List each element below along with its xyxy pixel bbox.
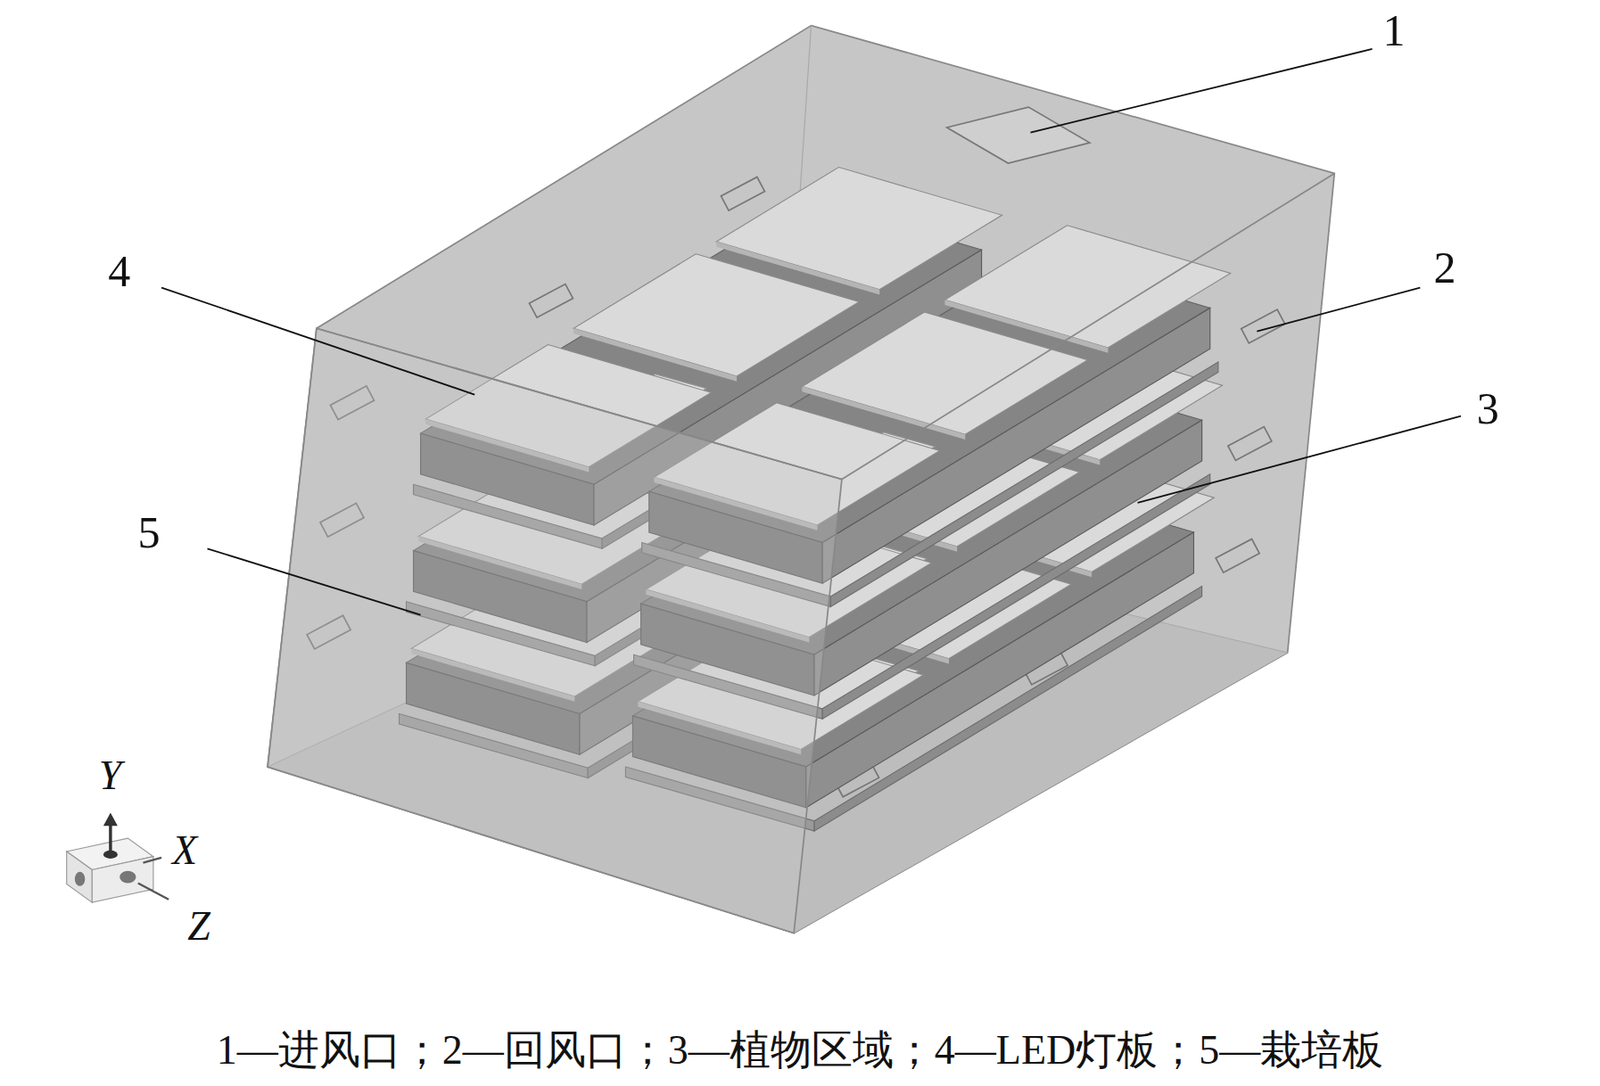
axis-label: Z — [187, 906, 211, 948]
callout-number: 2 — [1434, 245, 1457, 290]
figure-caption: 1—进风口；2—回风口；3—植物区域；4—LED灯板；5—栽培板 — [216, 1030, 1384, 1072]
callout-number: 4 — [107, 248, 131, 294]
callout-number: 1 — [1382, 8, 1405, 53]
callout-number: 5 — [138, 510, 161, 555]
axis-label: X — [172, 830, 198, 872]
axis-label: Y — [98, 755, 123, 797]
callout-number: 3 — [1476, 386, 1500, 431]
